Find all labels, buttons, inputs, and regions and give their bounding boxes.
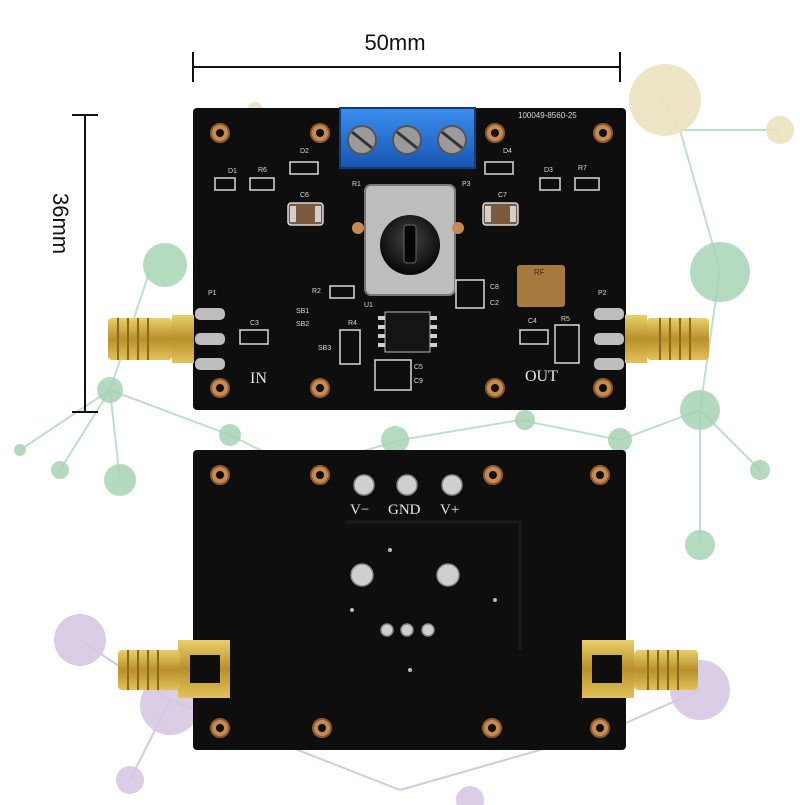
label-r1: R1 [352,181,361,188]
label-p1: P1 [208,290,217,297]
port-out-label: OUT [525,368,558,385]
label-c3: C3 [250,320,259,327]
label-d3: D3 [544,167,553,174]
pin-label-vminus: V− [350,502,370,518]
label-c6: C6 [300,192,309,199]
label-r4: R4 [348,320,357,327]
label-u1: U1 [364,302,373,309]
label-c7: C7 [498,192,507,199]
label-p3: P3 [462,181,471,188]
label-d2: D2 [300,148,309,155]
top-board: 100049-8560-25 IN OUT RF D1 R6 D2 C6 R1 … [108,107,709,410]
label-sb2: SB2 [296,321,310,328]
bottom-board: V− GND V+ [0,440,800,805]
label-c4: C4 [528,318,537,325]
label-r6: R6 [258,167,267,174]
label-p2: P2 [598,290,607,297]
label-sb3: SB3 [318,345,332,352]
label-d1: D1 [228,168,237,175]
label-c9: C9 [414,378,423,385]
label-c2: C2 [490,300,499,307]
label-d4: D4 [503,148,512,155]
label-sb1: SB1 [296,308,310,315]
pin-label-vplus: V+ [440,502,460,518]
pin-label-gnd: GND [388,502,421,518]
top-board-graphic [108,107,709,410]
label-r7: R7 [578,165,587,172]
bottom-board-graphic [118,450,698,750]
label-c8: C8 [490,284,499,291]
rf-logo-text: RF [534,268,545,277]
label-c5: C5 [414,364,423,371]
label-r5: R5 [561,316,570,323]
board-id-text: 100049-8560-25 [518,111,577,120]
width-dimension-label: 50mm [364,30,426,55]
label-r2: R2 [312,288,321,295]
port-in-label: IN [250,370,267,387]
